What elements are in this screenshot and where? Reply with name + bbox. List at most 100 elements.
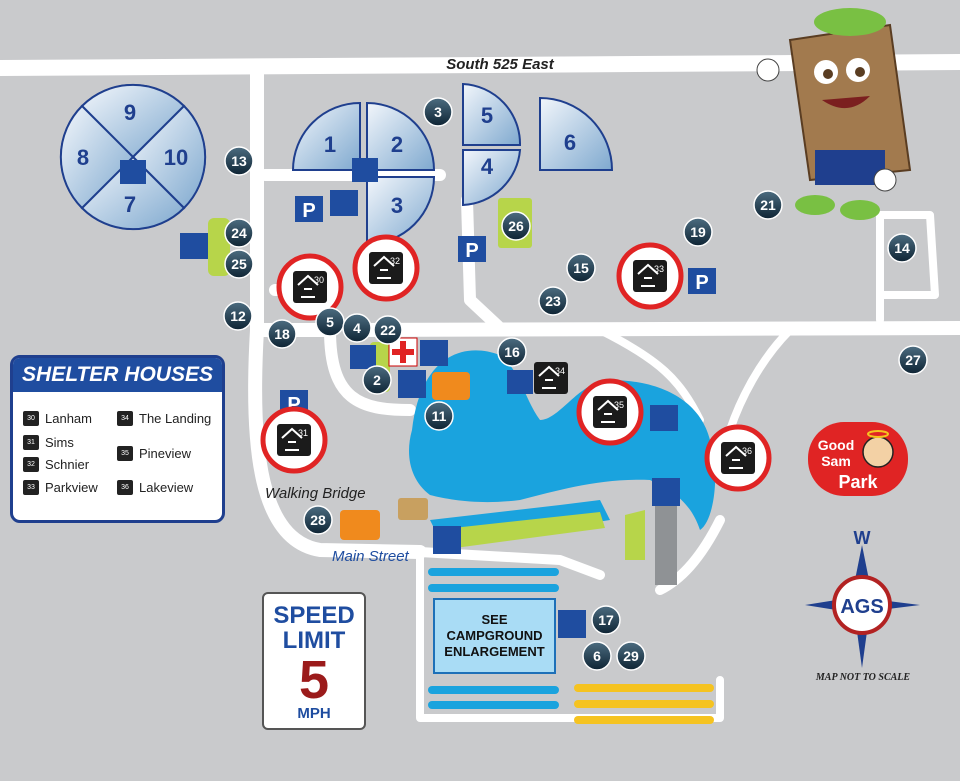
shelter-house-31[interactable]: 31 (260, 406, 328, 474)
good-sam-line1: Good (818, 437, 855, 453)
map-marker-label: 21 (760, 197, 776, 213)
map-marker-label: 15 (573, 260, 589, 276)
shelter-icon: 33 (23, 480, 39, 495)
map-marker-label: 26 (508, 218, 524, 234)
shelter-number: 33 (654, 264, 664, 274)
smore-mascot (756, 8, 912, 220)
map-marker-18[interactable]: 18 (267, 319, 297, 349)
campground-line2: CAMPGROUND (446, 628, 543, 643)
map-marker-14[interactable]: 14 (887, 233, 917, 263)
shelter-icon: 35 (117, 446, 133, 461)
legend-item: 34 The Landing (117, 411, 211, 426)
speed-limit-unit: MPH (297, 705, 331, 722)
map-marker-label: 3 (434, 104, 442, 120)
campground-line1: SEE (481, 612, 508, 627)
legend-item-label: Lakeview (139, 480, 194, 495)
map-marker-11[interactable]: 11 (424, 401, 454, 431)
pavilion-icons (398, 370, 680, 638)
map-marker-label: 25 (231, 256, 247, 272)
shelter-house-34[interactable]: 34 (534, 362, 568, 394)
map-marker-label: 18 (274, 326, 290, 342)
map-marker-label: 14 (894, 240, 910, 256)
map-marker-16[interactable]: 16 (497, 337, 527, 367)
ball-fields (59, 82, 614, 246)
legend-item-label: The Landing (139, 411, 212, 426)
speed-limit-value: 5 (298, 650, 330, 710)
legend-item-label: Lanham (45, 411, 92, 426)
restroom-icons (120, 158, 678, 431)
map-marker-12[interactable]: 12 (223, 301, 253, 331)
shelter-number: 35 (614, 400, 624, 410)
map-marker-24[interactable]: 24 (224, 218, 254, 248)
map-marker-label: 13 (231, 153, 247, 169)
shelter-house-36[interactable]: 36 (704, 424, 772, 492)
svg-text:3: 3 (391, 193, 403, 218)
map-marker-3[interactable]: 3 (423, 97, 453, 127)
map-marker-label: 29 (623, 648, 639, 664)
svg-text:7: 7 (124, 192, 136, 217)
map-marker-label: 4 (353, 320, 361, 336)
map-marker-26[interactable]: 26 (501, 211, 531, 241)
svg-text:P: P (695, 272, 708, 294)
map-marker-label: 5 (326, 314, 334, 330)
svg-text:6: 6 (564, 130, 576, 155)
svg-text:P: P (302, 200, 315, 222)
shelter-house-33[interactable]: 33 (616, 242, 684, 310)
map-marker-6[interactable]: 6 (582, 641, 612, 671)
legend-item-label: Sims (45, 435, 74, 450)
shelter-number: 31 (298, 428, 308, 438)
map-marker-27[interactable]: 27 (898, 345, 928, 375)
legend-item: 36 Lakeview (117, 480, 193, 495)
compass-rose: AGS W (805, 528, 920, 668)
map-marker-19[interactable]: 19 (683, 217, 713, 247)
map-marker-label: 22 (380, 322, 396, 338)
playground-icons (340, 372, 470, 540)
shelter-house-35[interactable]: 35 (576, 378, 644, 446)
shelter-number: 36 (742, 446, 752, 456)
map-marker-label: 19 (690, 224, 706, 240)
svg-text:10: 10 (164, 145, 188, 170)
speed-limit-sign: SPEED LIMIT 5 MPH (262, 592, 366, 730)
map-marker-15[interactable]: 15 (566, 253, 596, 283)
map-marker-label: 28 (310, 512, 326, 528)
legend-item-label: Schnier (45, 457, 90, 472)
good-sam-line2: Sam (821, 453, 851, 469)
shelter-number: 32 (390, 256, 400, 266)
map-marker-29[interactable]: 29 (616, 641, 646, 671)
campground-line3: ENLARGEMENT (444, 644, 545, 659)
shelter-house-32[interactable]: 32 (352, 234, 420, 302)
legend-title: SHELTER HOUSES (13, 358, 222, 392)
svg-text:1: 1 (324, 132, 336, 157)
campground-enlargement-box[interactable]: SEE CAMPGROUND ENLARGEMENT (433, 598, 556, 674)
shelter-icon: 34 (117, 411, 133, 426)
shelter-number: 34 (555, 366, 565, 376)
speed-limit-line2: LIMIT (282, 627, 346, 654)
svg-text:8: 8 (77, 145, 89, 170)
main-street-label: Main Street (332, 548, 410, 565)
map-marker-28[interactable]: 28 (303, 505, 333, 535)
map-marker-22[interactable]: 22 (373, 315, 403, 345)
map-marker-21[interactable]: 21 (753, 190, 783, 220)
shelter-house-30[interactable]: 30 (276, 253, 344, 321)
map-marker-5[interactable]: 5 (315, 307, 345, 337)
map-marker-13[interactable]: 13 (224, 146, 254, 176)
map-marker-label: 23 (545, 293, 561, 309)
legend-item: 30 Lanham (23, 411, 92, 426)
good-sam-face-icon (862, 436, 894, 468)
map-marker-label: 27 (905, 352, 921, 368)
map-marker-4[interactable]: 4 (342, 313, 372, 343)
map-marker-2[interactable]: 2 (362, 365, 392, 395)
map-marker-25[interactable]: 25 (224, 249, 254, 279)
map-marker-17[interactable]: 17 (591, 605, 621, 635)
field-numbers: 9 8 10 7 1 2 3 5 4 6 (77, 100, 576, 218)
map-not-to-scale-note: MAP NOT TO SCALE (815, 672, 911, 683)
good-sam-line3: Park (838, 472, 878, 492)
shelter-icon: 36 (117, 480, 133, 495)
map-marker-23[interactable]: 23 (538, 286, 568, 316)
shelter-icon: 30 (23, 411, 39, 426)
